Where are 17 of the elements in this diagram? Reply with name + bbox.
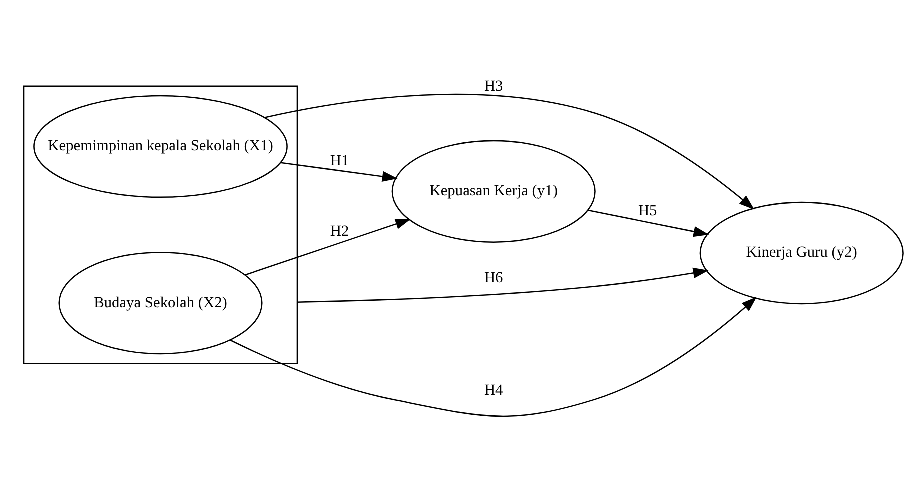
node-ellipse: Kepemimpinan kepala Sekolah (X1) (34, 95, 288, 198)
edge-label: H4 (484, 382, 504, 400)
cluster (23, 86, 298, 364)
edge-label: H3 (484, 78, 504, 96)
node-ellipse: Budaya Sekolah (X2) (58, 252, 263, 355)
edge-label: H5 (638, 202, 658, 220)
arrow (588, 210, 710, 238)
edge-label: H2 (330, 223, 350, 240)
arrow (230, 297, 758, 417)
arrow (245, 219, 412, 276)
arrow (280, 162, 398, 182)
arrow (264, 94, 755, 210)
node-ellipse: Kinerja Guru (y2) (700, 202, 904, 305)
edge-label: H1 (330, 152, 350, 170)
arrow (297, 268, 709, 303)
node-ellipse: Kepuasan Kerja (y1) (392, 140, 596, 243)
edge-label: H6 (484, 269, 504, 286)
